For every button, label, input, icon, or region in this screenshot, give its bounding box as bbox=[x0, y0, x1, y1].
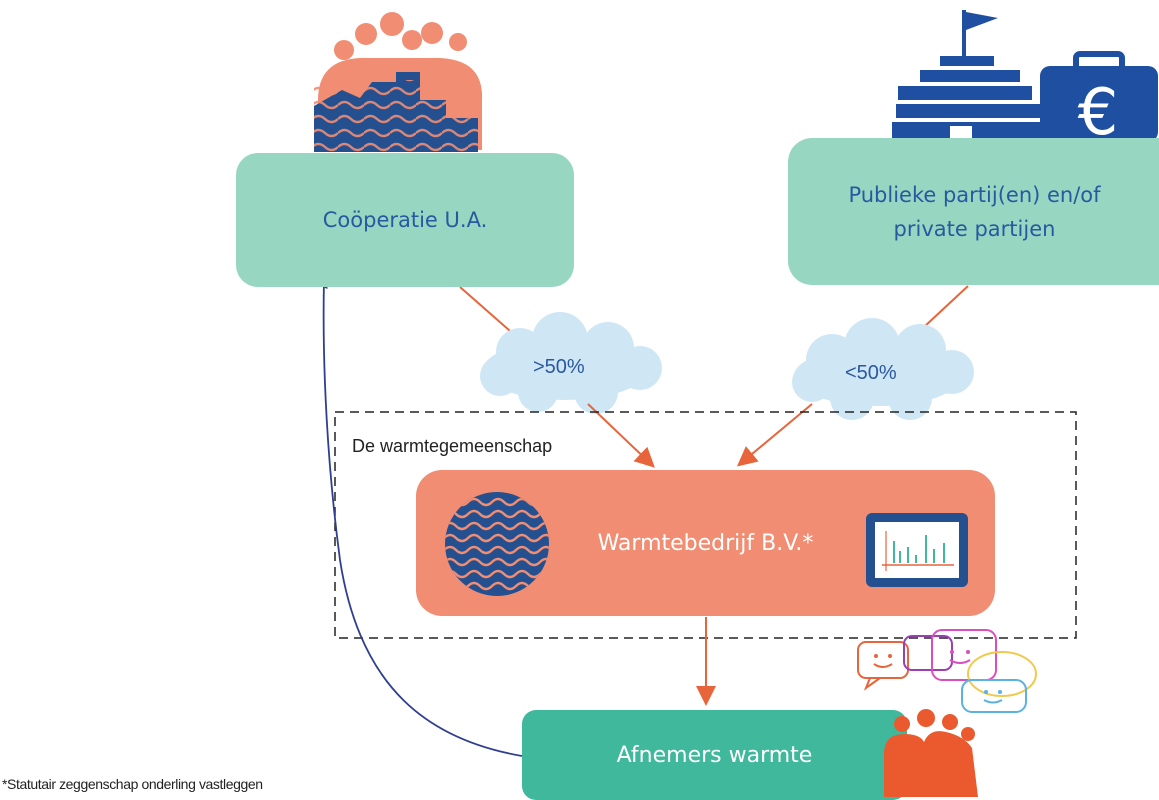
publiek-box: Publieke partij(en) en/of private partij… bbox=[788, 138, 1159, 285]
region-label: De warmtegemeenschap bbox=[352, 436, 553, 456]
footnote: *Statutair zeggenschap onderling vastleg… bbox=[2, 776, 263, 792]
afnemers-box: Afnemers warmte bbox=[522, 710, 907, 800]
warmtebedrijf-label: Warmtebedrijf B.V.* bbox=[597, 530, 814, 556]
speech-bubbles-icon bbox=[857, 629, 1037, 713]
cooperatie-box: Coöperatie U.A. bbox=[236, 153, 574, 287]
share-cloud-publiek bbox=[792, 318, 974, 420]
svg-text:€: € bbox=[1078, 76, 1119, 150]
share-label-coop: >50% bbox=[533, 356, 585, 378]
publiek-label-line1: Publieke partij(en) en/of bbox=[848, 182, 1101, 207]
monitor-chart-icon bbox=[866, 513, 968, 587]
connector-coop-to-share bbox=[459, 286, 519, 339]
arrow-afnemers-to-coop bbox=[309, 271, 523, 757]
publiek-label-line2: private partijen bbox=[893, 216, 1056, 241]
share-label-publiek: <50% bbox=[845, 362, 897, 384]
cooperative-village-icon bbox=[314, 12, 483, 152]
arrow-share-coop-to-bedrijf bbox=[587, 403, 655, 468]
afnemers-label: Afnemers warmte bbox=[616, 742, 813, 768]
heat-wave-circle-icon bbox=[445, 492, 549, 596]
share-cloud-coop bbox=[480, 312, 662, 414]
people-crowd-icon bbox=[884, 709, 978, 797]
arrow-share-publiek-to-bedrijf bbox=[736, 403, 813, 467]
public-building-and-money-icon: € bbox=[892, 10, 1158, 150]
cooperatie-label: Coöperatie U.A. bbox=[322, 208, 488, 232]
